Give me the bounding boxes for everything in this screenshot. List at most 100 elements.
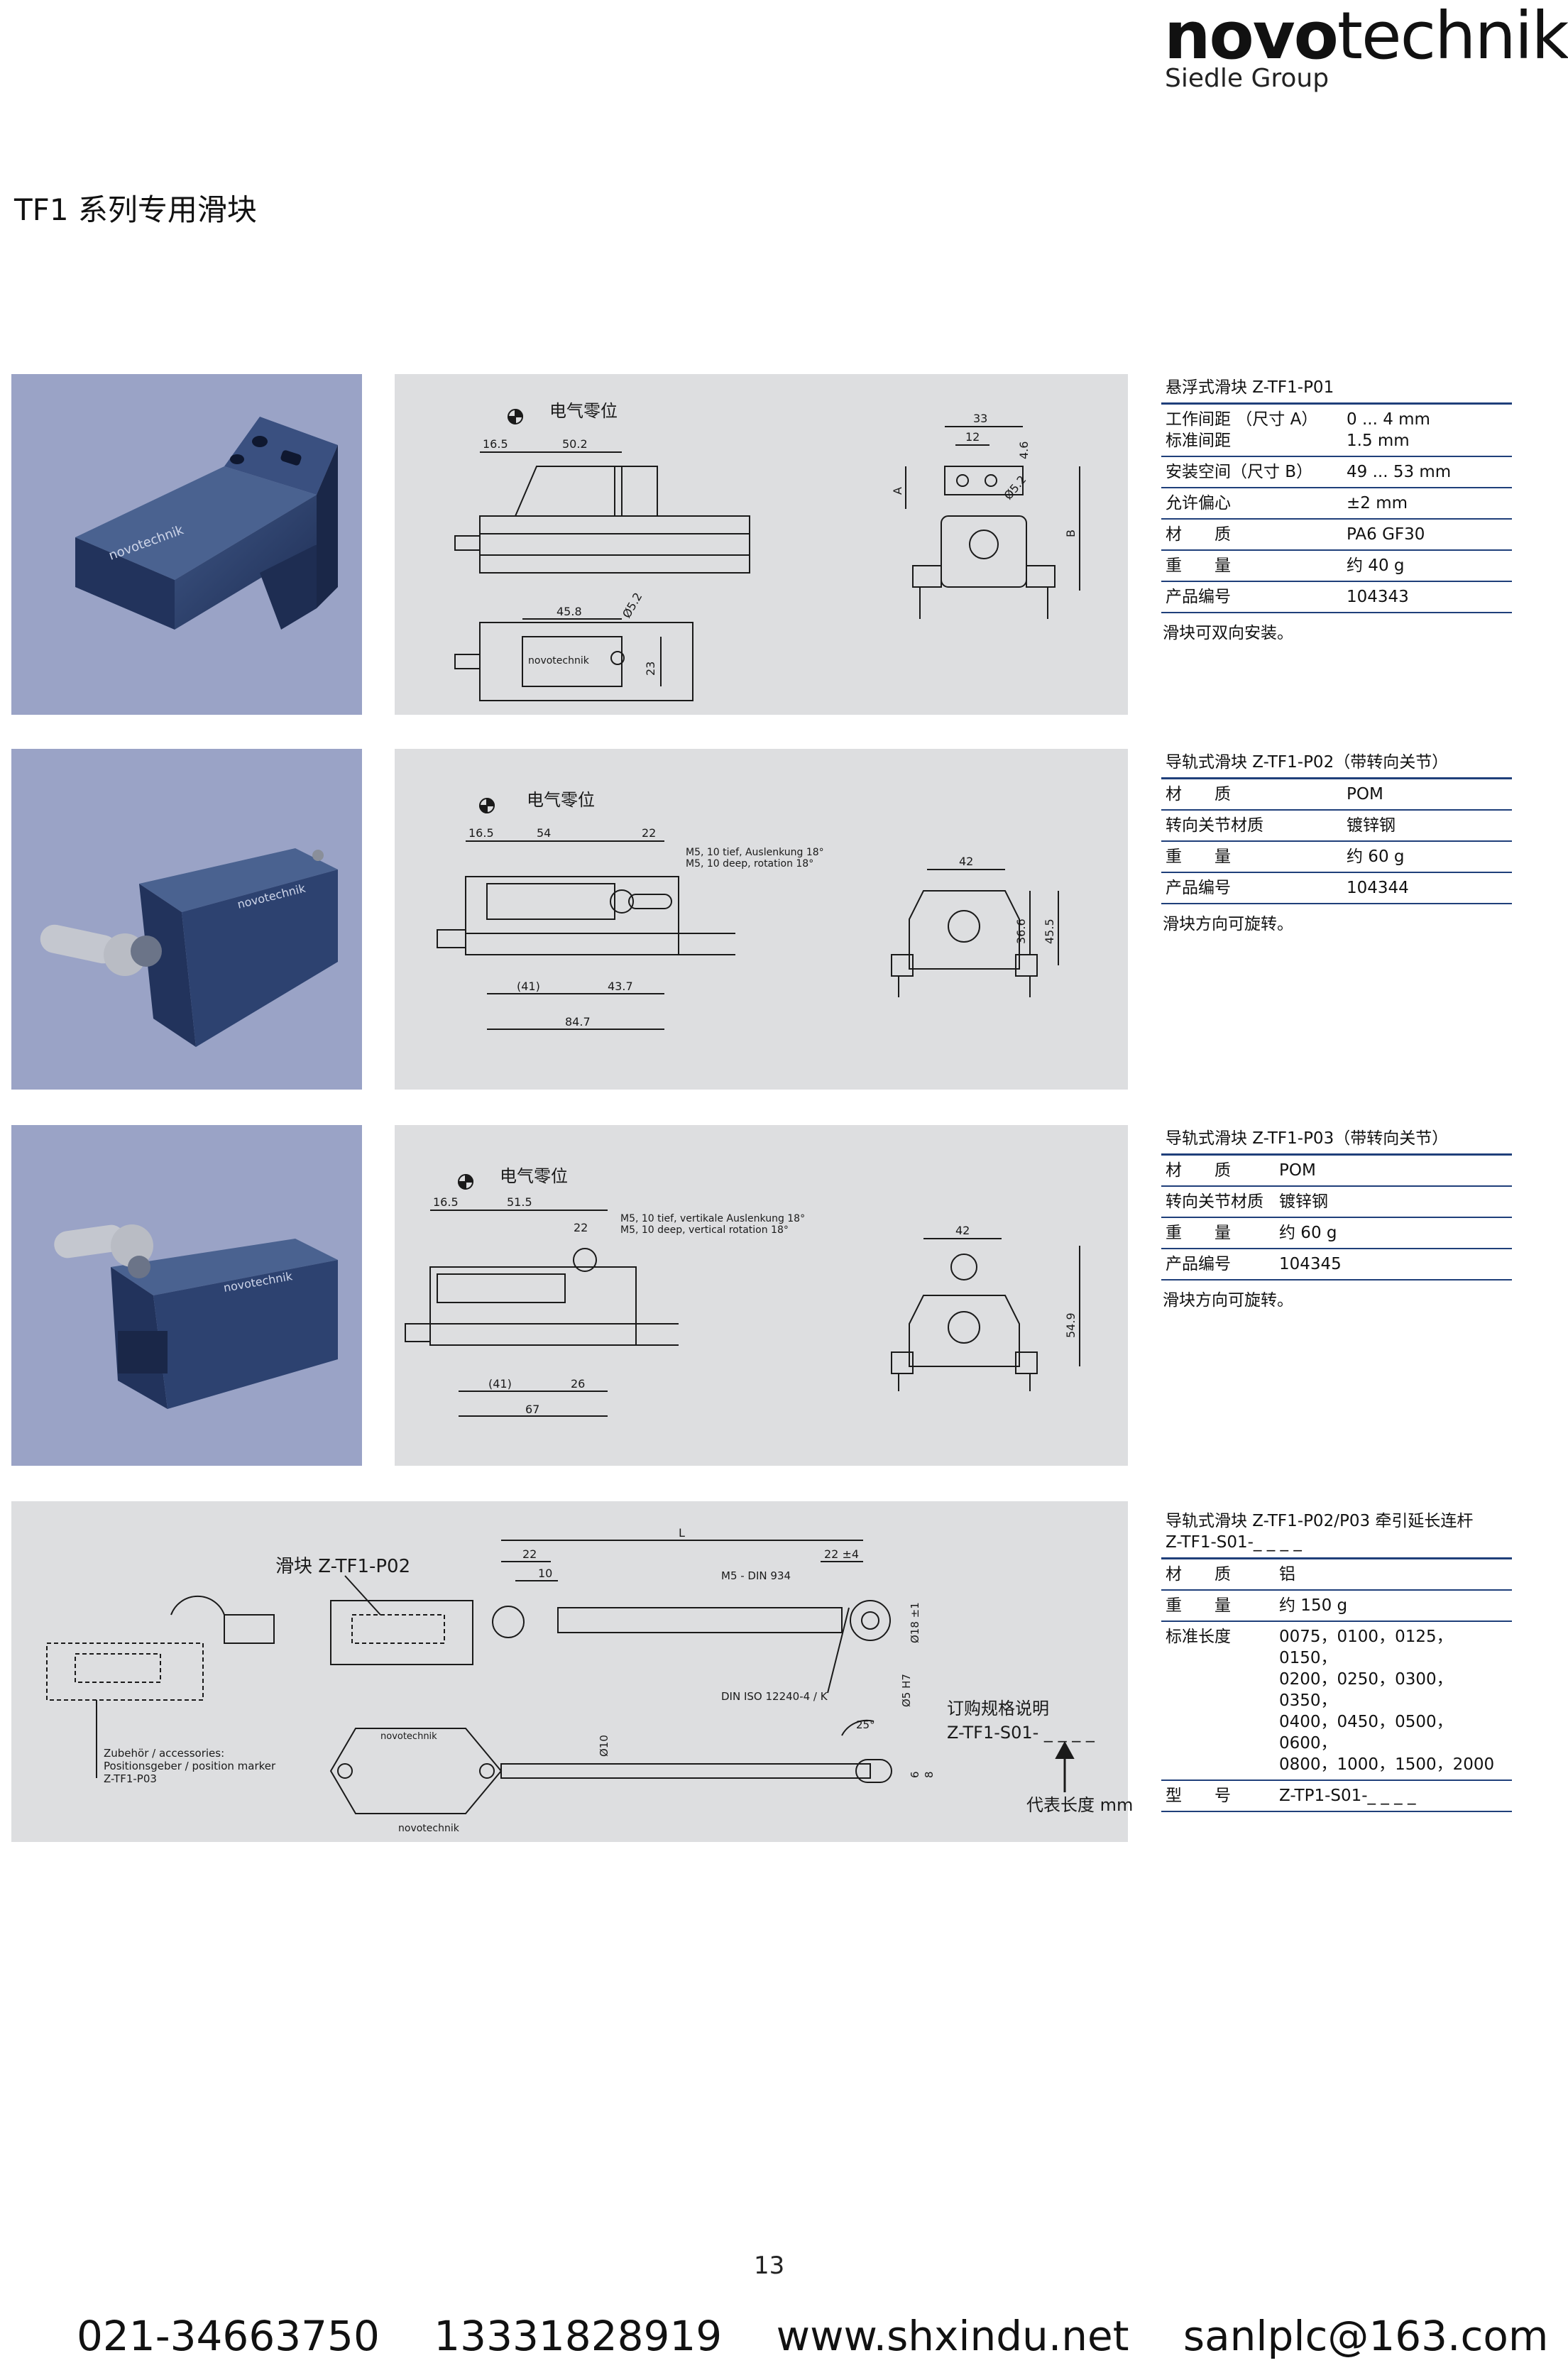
svg-text:novotechnik: novotechnik (398, 1823, 460, 1834)
spec-heading: 悬浮式滑块 Z-TF1-P01 (1161, 374, 1512, 405)
spec-heading: 导轨式滑块 Z-TF1-P02（带转向关节） (1161, 749, 1512, 779)
svg-text:25°: 25° (856, 1718, 875, 1731)
spec-table-s01: 导轨式滑块 Z-TF1-P02/P03 牵引延长连杆 Z-TF1-S01-_ _… (1161, 1508, 1512, 1812)
svg-text:novotechnik: novotechnik (528, 655, 590, 667)
svg-text:Ø10: Ø10 (598, 1735, 610, 1757)
svg-text:M5 - DIN 934: M5 - DIN 934 (721, 1569, 791, 1582)
svg-text:42: 42 (955, 1224, 970, 1237)
svg-text:电气零位: 电气零位 (500, 1166, 568, 1186)
spec-row: 转向关节材质镀锌钢 (1161, 1187, 1512, 1218)
svg-text:22: 22 (574, 1221, 588, 1234)
technical-drawing-p01: 电气零位 16.5 50.2 novotechnik 45.8 Ø5.2 23 … (395, 374, 1128, 715)
website-link[interactable]: www.shxindu.net (776, 2312, 1129, 2360)
zero-label: 电气零位 (549, 401, 618, 421)
svg-text:A: A (891, 487, 904, 495)
spec-note: 滑块方向可旋转。 (1163, 1291, 1293, 1310)
svg-text:M5, 10 tief, vertikale Auslenk: M5, 10 tief, vertikale Auslenkung 18° (620, 1213, 805, 1224)
spec-row: 重 量约 60 g (1161, 842, 1512, 873)
svg-text:45.5: 45.5 (1043, 918, 1056, 944)
svg-text:22 ±4: 22 ±4 (824, 1547, 859, 1561)
spec-row: 转向关节材质镀锌钢 (1161, 811, 1512, 842)
svg-text:M5, 10 deep, rotation 18°: M5, 10 deep, rotation 18° (686, 858, 813, 870)
svg-text:22: 22 (642, 826, 656, 840)
brand-group: Siedle Group (1165, 64, 1329, 93)
svg-text:67: 67 (525, 1403, 539, 1416)
svg-text:L: L (679, 1526, 685, 1540)
product-photo-p01: novotechnik (11, 374, 362, 715)
product-photo-p03: novotechnik (11, 1125, 362, 1466)
svg-text:Ø5.2: Ø5.2 (620, 591, 645, 620)
phone-1: 021-34663750 (77, 2312, 380, 2360)
svg-text:M5, 10 deep, vertical rotation: M5, 10 deep, vertical rotation 18° (620, 1224, 789, 1236)
product-photo-p02: novotechnik (11, 749, 362, 1090)
svg-text:23: 23 (644, 662, 657, 676)
svg-text:51.5: 51.5 (507, 1195, 532, 1209)
svg-text:Z-TF1-P03: Z-TF1-P03 (104, 1772, 157, 1785)
svg-text:Z-TF1-S01- _ _ _ _: Z-TF1-S01- _ _ _ _ (947, 1723, 1095, 1743)
phone-2: 13331828919 (434, 2312, 723, 2360)
svg-text:8: 8 (923, 1771, 936, 1778)
svg-text:16.5: 16.5 (483, 437, 508, 451)
svg-text:M5, 10 tief, Auslenkung 18°: M5, 10 tief, Auslenkung 18° (686, 847, 824, 858)
svg-text:10: 10 (538, 1567, 552, 1580)
svg-text:Ø18 ±1: Ø18 ±1 (909, 1602, 921, 1643)
svg-text:33: 33 (973, 412, 987, 425)
svg-text:16.5: 16.5 (433, 1195, 459, 1209)
spec-row: 材 质铝 (1161, 1559, 1512, 1591)
svg-text:43.7: 43.7 (608, 980, 633, 993)
technical-drawing-p03: 电气零位 16.5 51.5 22 M5, 10 tief, vertikale… (395, 1125, 1128, 1466)
contact-footer: 021-34663750 13331828919 www.shxindu.net… (77, 2312, 1548, 2360)
spec-row: 安装空间（尺寸 B）49 ... 53 mm (1161, 457, 1512, 488)
brand-logo: novotechnik (1164, 0, 1568, 74)
svg-text:6: 6 (909, 1771, 921, 1778)
spec-note: 滑块方向可旋转。 (1163, 915, 1293, 933)
svg-text:Ø5 H7: Ø5 H7 (900, 1674, 913, 1707)
svg-text:代表长度 mm: 代表长度 mm (1026, 1795, 1133, 1815)
svg-text:36.6: 36.6 (1014, 918, 1028, 944)
svg-text:Ø5.2: Ø5.2 (1002, 473, 1029, 502)
technical-drawing-p02: 电气零位 16.5 54 22 M5, 10 tief, Auslenkung … (395, 749, 1128, 1090)
svg-text:novotechnik: novotechnik (380, 1731, 437, 1742)
svg-text:Positionsgeber / position mark: Positionsgeber / position marker (104, 1760, 276, 1772)
page-title: TF1 系列专用滑块 (14, 192, 257, 227)
svg-text:B: B (1064, 530, 1078, 537)
svg-text:4.6: 4.6 (1017, 442, 1031, 459)
svg-text:42: 42 (959, 855, 973, 868)
spec-heading: 导轨式滑块 Z-TF1-P03（带转向关节） (1161, 1125, 1512, 1156)
technical-drawing-s01: 滑块 Z-TF1-P02 Zubehör / accessories: Posi… (11, 1501, 1133, 1842)
svg-text:54.9: 54.9 (1064, 1312, 1078, 1338)
svg-text:(41): (41) (517, 980, 540, 993)
svg-text:电气零位: 电气零位 (527, 790, 595, 810)
svg-text:(41): (41) (488, 1377, 512, 1391)
page-number: 13 (754, 2252, 785, 2280)
svg-text:54: 54 (537, 826, 551, 840)
svg-text:订购规格说明: 订购规格说明 (947, 1699, 1049, 1718)
svg-text:16.5: 16.5 (468, 826, 494, 840)
svg-text:26: 26 (571, 1377, 585, 1391)
spec-note: 滑块可双向安装。 (1163, 624, 1293, 642)
email-link[interactable]: sanlplc@163.com (1183, 2312, 1549, 2360)
svg-text:滑块 Z-TF1-P02: 滑块 Z-TF1-P02 (275, 1556, 410, 1577)
svg-text:50.2: 50.2 (562, 437, 588, 451)
spec-row: 允许偏心±2 mm (1161, 488, 1512, 520)
spec-row: 重 量约 150 g (1161, 1591, 1512, 1622)
spec-row: 重 量约 40 g (1161, 551, 1512, 582)
svg-text:45.8: 45.8 (557, 605, 582, 618)
spec-heading: 导轨式滑块 Z-TF1-P02/P03 牵引延长连杆 Z-TF1-S01-_ _… (1161, 1508, 1512, 1559)
spec-row: 重 量约 60 g (1161, 1218, 1512, 1249)
svg-text:84.7: 84.7 (565, 1015, 591, 1029)
svg-text:12: 12 (965, 430, 980, 444)
svg-text:Zubehör / accessories:: Zubehör / accessories: (104, 1747, 224, 1760)
